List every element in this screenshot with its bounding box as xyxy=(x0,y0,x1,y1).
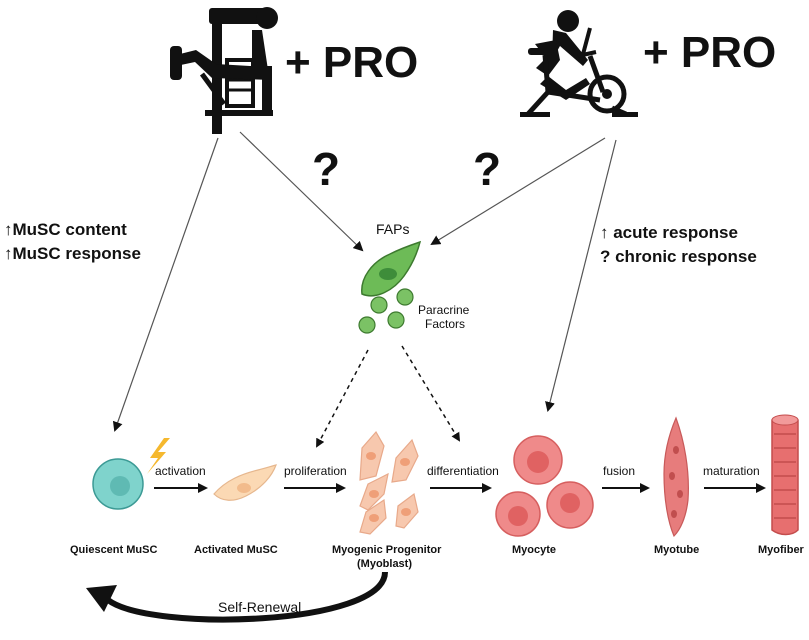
stage-quiescent-musc: Quiescent MuSC xyxy=(70,544,157,556)
transition-differentiation: differentiation xyxy=(427,464,499,478)
quiescent-musc-cell xyxy=(92,458,144,510)
fap-cell xyxy=(361,240,422,297)
stationary-bike-icon xyxy=(520,10,638,117)
self-renewal-arrow xyxy=(106,571,388,623)
dashed-arrow-to-differentiation xyxy=(401,345,461,442)
faps-label: FAPs xyxy=(376,221,409,237)
myotube-cell xyxy=(663,416,689,538)
stage-myofiber: Myofiber xyxy=(758,544,805,556)
stage-myogenic-progenitor: Myogenic Progenitor xyxy=(332,544,442,556)
transition-activation: activation xyxy=(155,464,206,478)
stage-myotube: Myotube xyxy=(654,544,699,556)
transition-maturation: maturation xyxy=(703,464,760,478)
self-renewal-arrowhead xyxy=(86,585,117,612)
paracrine-label-line2: Factors xyxy=(425,317,465,331)
arrow-resistance-to-musc xyxy=(112,137,219,432)
left-effect-musc-response: ↑MuSC response xyxy=(4,244,141,263)
lightning-bolt-icon xyxy=(147,438,170,474)
myoblast-cells xyxy=(359,430,419,535)
right-effect-chronic: ? chronic response xyxy=(600,247,757,266)
left-effect-musc-content: ↑MuSC content xyxy=(4,220,127,239)
arrow-resistance-to-faps xyxy=(239,131,364,252)
self-renewal-label: Self-Renewal xyxy=(218,599,301,615)
transition-fusion: fusion xyxy=(603,464,635,478)
arrow-endurance-to-faps xyxy=(430,137,606,246)
question-mark-right: ? xyxy=(473,143,501,195)
leg-extension-machine-icon xyxy=(170,7,278,134)
activated-musc-cell xyxy=(213,464,277,501)
stage-activated-musc: Activated MuSC xyxy=(194,544,278,556)
dashed-arrow-to-proliferation xyxy=(316,349,369,448)
myocyte-cells xyxy=(495,435,594,537)
question-mark-left: ? xyxy=(312,143,340,195)
paracrine-label-line1: Paracrine xyxy=(418,303,470,317)
stage-myocyte: Myocyte xyxy=(512,544,556,556)
resistance-pro-label: + PRO xyxy=(285,38,418,87)
myofiber-cell xyxy=(771,414,799,536)
stage-myoblast: (Myoblast) xyxy=(357,558,412,570)
endurance-pro-label: + PRO xyxy=(643,28,776,77)
transition-proliferation: proliferation xyxy=(284,464,347,478)
arrow-endurance-to-myocyte xyxy=(545,139,617,412)
right-effect-acute: ↑ acute response xyxy=(600,223,738,242)
paracrine-factor-droplets xyxy=(358,288,414,334)
